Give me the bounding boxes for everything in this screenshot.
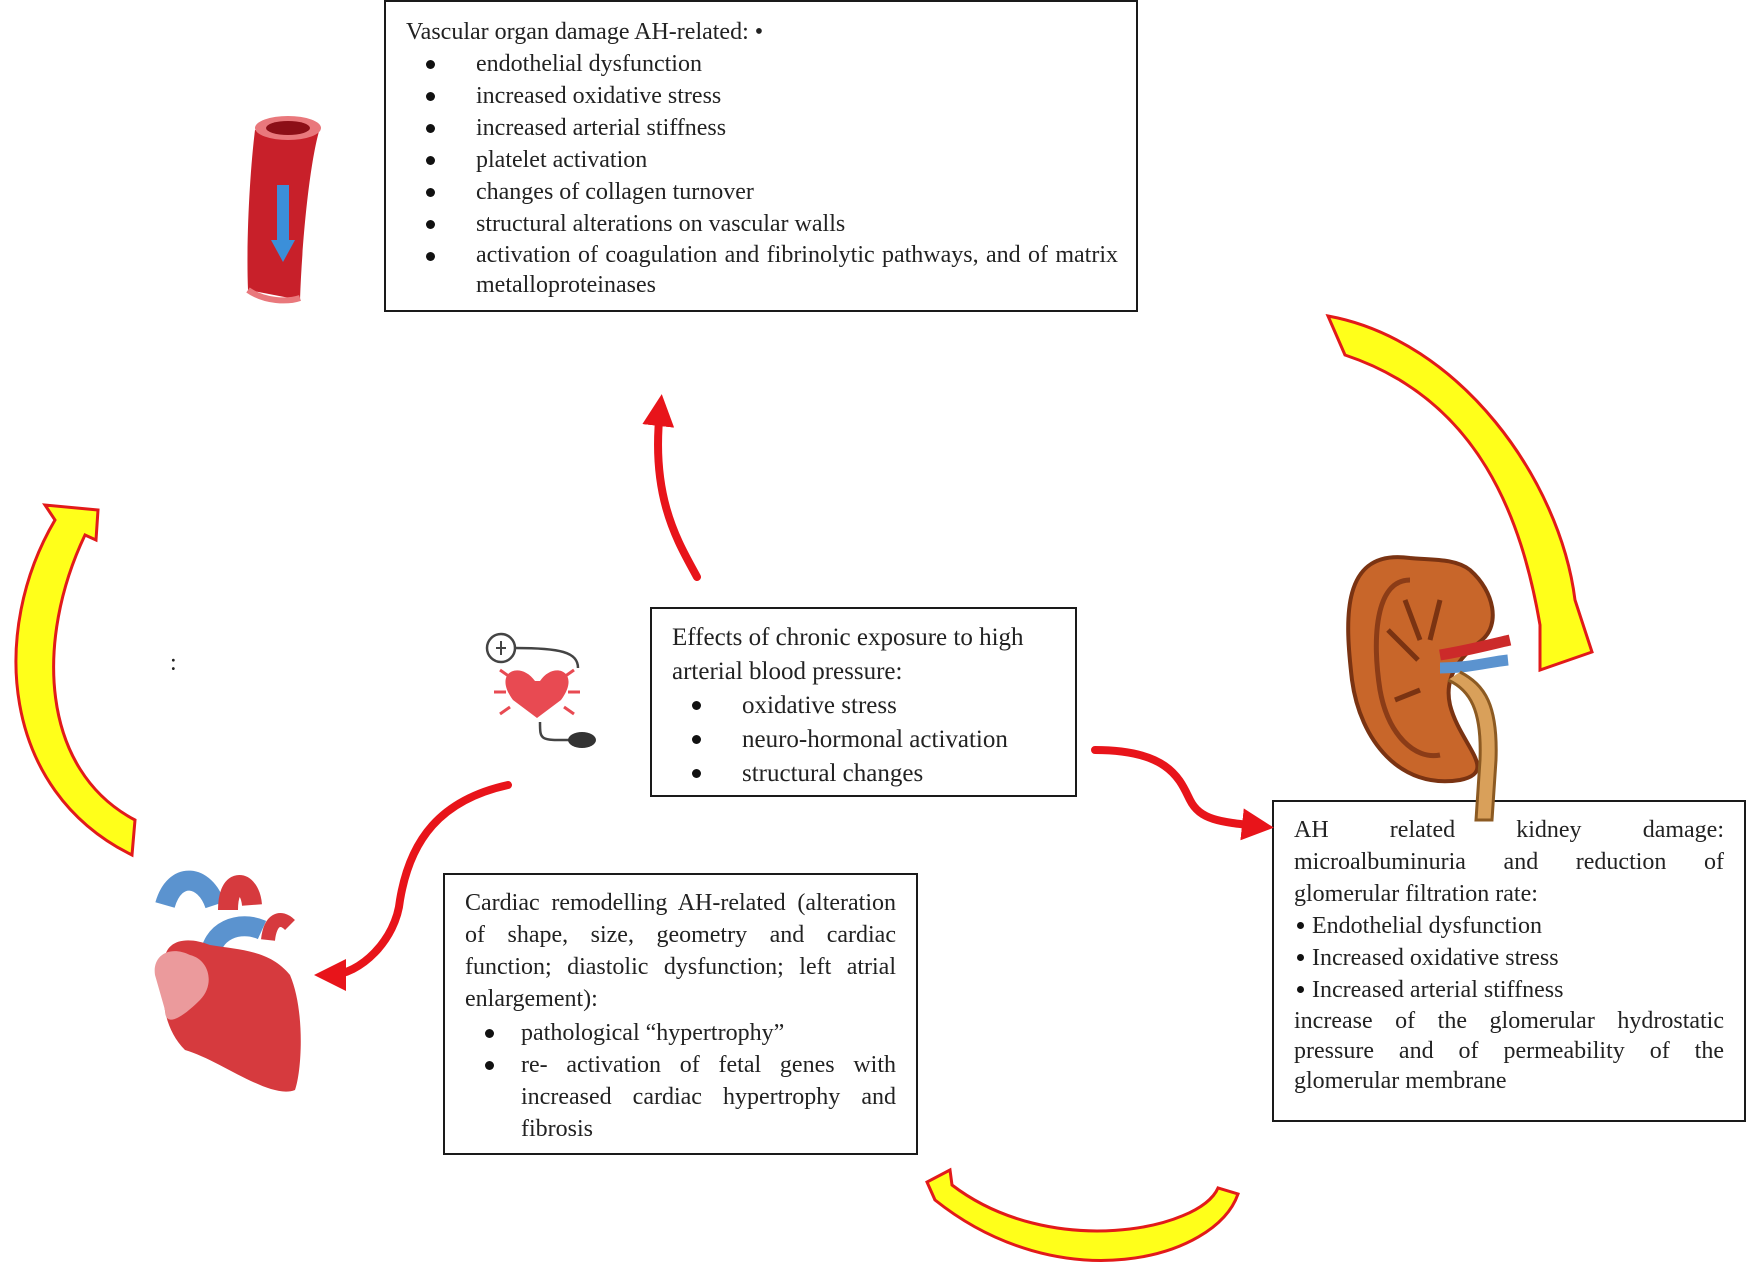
list-item: structural changes — [672, 757, 1057, 791]
list-item: neuro-hormonal activation — [672, 723, 1057, 757]
list-item: endothelial dysfunction — [406, 48, 1118, 80]
list-item: re- activation of fetal genes with incre… — [465, 1049, 896, 1145]
kidney-damage-box: AH related kidney damage: microalbuminur… — [1272, 800, 1746, 1122]
cycle-arrow-left — [14, 503, 137, 858]
list-item: increased arterial stiffness — [406, 112, 1118, 144]
list-item: platelet activation — [406, 144, 1118, 176]
cardiac-remodelling-list: pathological “hypertrophy” re- activatio… — [465, 1017, 896, 1145]
list-item: Increased oxidative stress — [1294, 942, 1724, 974]
cycle-arrow-bottom — [925, 1167, 1240, 1262]
list-item: Increased arterial stiffness — [1294, 974, 1724, 1006]
arrow-to-vascular — [642, 394, 701, 581]
center-effects-title: Effects of chronic exposure to high arte… — [672, 624, 1024, 685]
kidney-icon — [1346, 555, 1512, 822]
list-item: Endothelial dysfunction — [1294, 910, 1724, 942]
heart-icon — [154, 870, 301, 1092]
artery-icon — [246, 116, 321, 304]
cardiac-remodelling-box: Cardiac remodelling AH-related (alterati… — [443, 873, 918, 1155]
yellow-cycle-arrows — [14, 314, 1594, 1262]
center-effects-list: oxidative stress neuro-hormonal activati… — [672, 689, 1057, 791]
cardiac-remodelling-title: Cardiac remodelling AH-related (alterati… — [465, 890, 896, 1012]
kidney-damage-title: AH related kidney damage: microalbuminur… — [1294, 817, 1724, 907]
vascular-damage-box: Vascular organ damage AH-related: • endo… — [384, 0, 1138, 312]
kidney-damage-footer: increase of the glomerular hydrostatic p… — [1294, 1008, 1724, 1094]
cycle-arrow-right — [1325, 314, 1594, 673]
vascular-damage-list: endothelial dysfunction increased oxidat… — [406, 48, 1118, 300]
list-item: structural alterations on vascular walls — [406, 208, 1118, 240]
blood-pressure-icon — [485, 632, 596, 748]
list-item: changes of collagen turnover — [406, 176, 1118, 208]
kidney-damage-list: Endothelial dysfunction Increased oxidat… — [1294, 910, 1724, 1006]
center-effects-box: Effects of chronic exposure to high arte… — [650, 607, 1077, 797]
arrow-to-heart — [314, 781, 512, 991]
vascular-damage-title: Vascular organ damage AH-related: • — [406, 19, 764, 45]
list-item: increased oxidative stress — [406, 80, 1118, 112]
list-item: activation of coagulation and fibrinolyt… — [406, 240, 1118, 300]
stray-colon: : — [170, 650, 177, 676]
list-item: oxidative stress — [672, 689, 1057, 723]
list-item: pathological “hypertrophy” — [465, 1017, 896, 1049]
red-arrows — [314, 394, 1274, 991]
arrow-to-kidney — [1091, 746, 1274, 841]
